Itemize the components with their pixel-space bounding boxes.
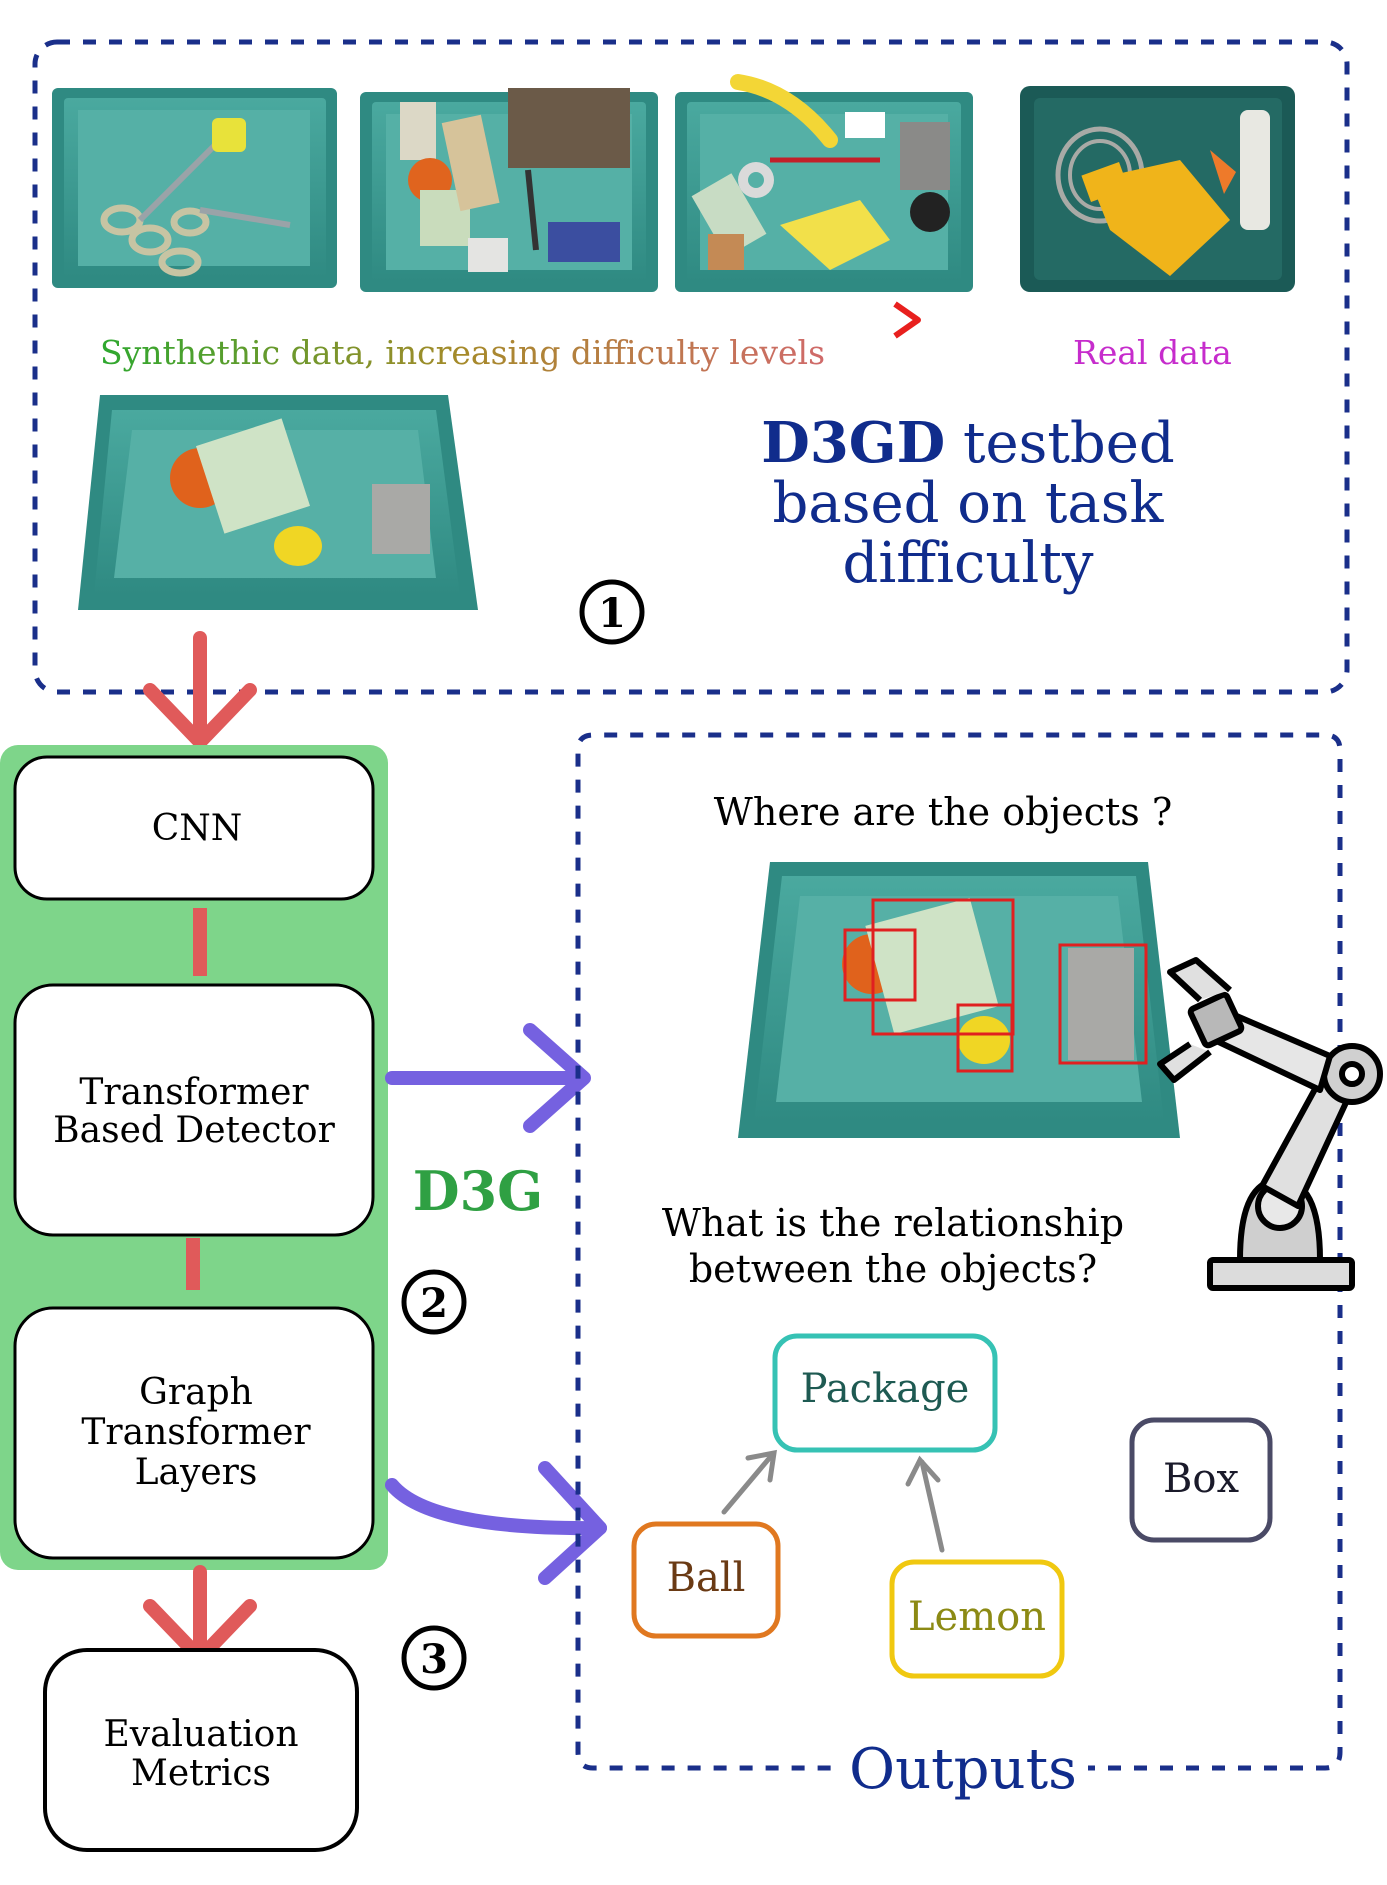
step-marker-2: 2	[401, 1269, 467, 1335]
real-data-caption: Real data	[1073, 333, 1232, 372]
tray-image-1	[52, 88, 337, 288]
d3g-model-label: D3G	[413, 1159, 544, 1223]
svg-text:Graph: Graph	[139, 1372, 253, 1413]
testbed-title-line2: based on task	[773, 471, 1165, 536]
top-panel-border	[32, 39, 1350, 695]
question-relation-line2: between the objects?	[689, 1247, 1097, 1291]
edge-ball-to-package	[721, 1449, 777, 1515]
purple-arrow-detection	[385, 1023, 591, 1133]
node-ball: Ball	[631, 1521, 781, 1639]
svg-text:Box: Box	[1163, 1456, 1239, 1502]
step-marker-3: 3	[401, 1625, 467, 1691]
node-box: Box	[1129, 1417, 1273, 1543]
purple-arrow-relations	[385, 1461, 607, 1585]
svg-text:1: 1	[598, 590, 626, 637]
detection-tray-image	[738, 862, 1180, 1138]
tray-image-real	[1020, 86, 1295, 292]
tray-image-3	[675, 74, 973, 292]
svg-text:CNN: CNN	[152, 808, 243, 849]
svg-text:3: 3	[420, 1636, 448, 1683]
evaluation-metrics-block: Evaluation Metrics	[43, 1648, 359, 1852]
svg-text:Ball: Ball	[667, 1555, 746, 1601]
question-where: Where are the objects ?	[714, 790, 1172, 834]
node-lemon: Lemon	[889, 1559, 1065, 1679]
outputs-label: Outputs	[849, 1737, 1077, 1802]
tray-image-2	[360, 88, 658, 292]
testbed-title-line3: difficulty	[843, 531, 1094, 596]
cnn-block: CNN	[13, 755, 375, 901]
svg-text:Transformer: Transformer	[79, 1072, 309, 1113]
svg-text:Based Detector: Based Detector	[53, 1110, 335, 1151]
step-marker-1: 1	[579, 579, 645, 645]
tray-image-main	[78, 395, 478, 610]
red-arrow-to-cnn	[143, 631, 257, 749]
question-relation-line1: What is the relationship	[662, 1201, 1124, 1245]
red-arrow-to-evaluation	[143, 1565, 257, 1665]
svg-text:Lemon: Lemon	[908, 1594, 1046, 1640]
svg-text:Layers: Layers	[135, 1452, 258, 1493]
robot-arm-icon	[1157, 957, 1383, 1291]
svg-text:2: 2	[420, 1280, 448, 1327]
svg-text:Metrics: Metrics	[131, 1753, 271, 1794]
svg-text:Package: Package	[801, 1366, 970, 1412]
node-package: Package	[772, 1333, 998, 1453]
transformer-detector-block: Transformer Based Detector	[13, 983, 375, 1237]
graph-transformer-block: Graph Transformer Layers	[13, 1306, 375, 1560]
svg-text:Transformer: Transformer	[81, 1412, 311, 1453]
svg-text:Evaluation: Evaluation	[103, 1714, 298, 1755]
edge-lemon-to-package	[905, 1455, 945, 1553]
synthetic-data-caption: Synthethic data, increasing difficulty l…	[100, 333, 825, 372]
testbed-title-line1: D3GD testbed	[761, 410, 1174, 476]
